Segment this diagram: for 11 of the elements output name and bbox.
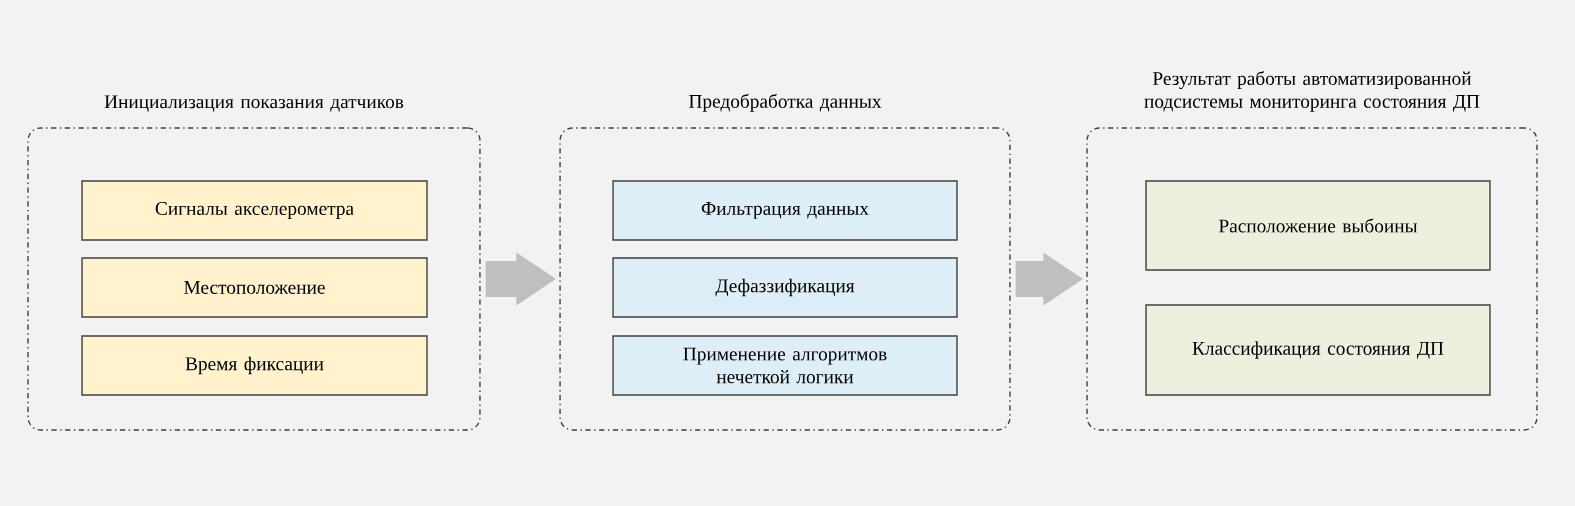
group-title: Инициализация показания датчиков [104, 95, 404, 112]
group-title: Предобработка данных [689, 93, 882, 112]
process-box: Применение алгоритмов нечеткой логики [612, 335, 958, 396]
process-box: Дефаззификация [612, 257, 958, 318]
process-box: Фильтрация данных [612, 180, 958, 241]
process-box: Классификация состояния ДП [1145, 304, 1491, 396]
process-box: Сигналы акселерометра [81, 180, 428, 241]
process-box: Местоположение [81, 257, 428, 318]
process-box: Время фиксации [81, 335, 428, 396]
process-box: Расположение выбоины [1145, 180, 1491, 271]
group-title: Результат работы автоматизированной подсистемы мониторинга состояния ДП [1144, 71, 1480, 112]
